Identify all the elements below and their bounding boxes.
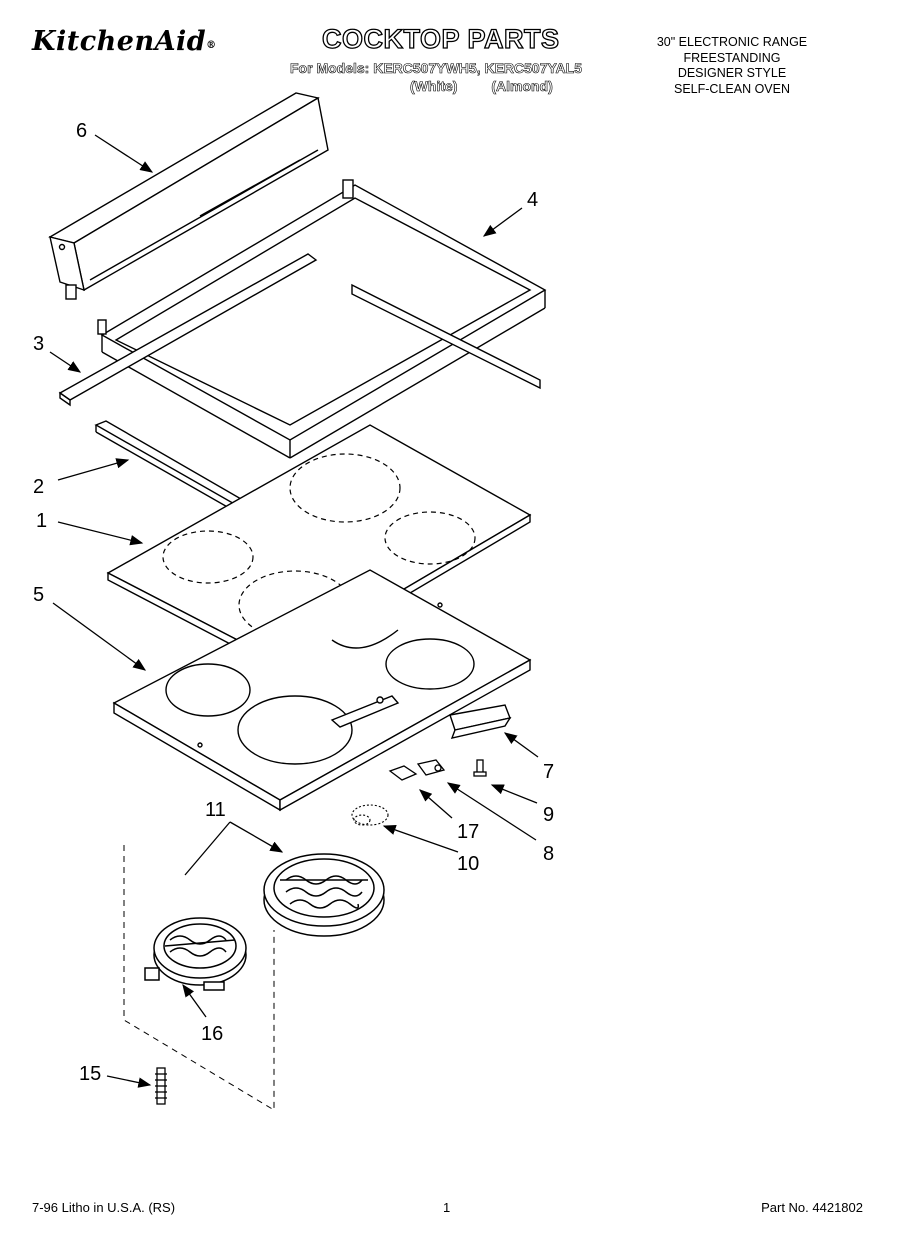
variant-white: (White) (410, 78, 458, 95)
callout-label: 17 (457, 821, 479, 843)
models-line: For Models: KERC507YWH5, KERC507YAL5 (290, 60, 583, 77)
page-title: COCKTOP PARTS (321, 23, 560, 54)
callout-label: 8 (543, 843, 554, 865)
small-hardware (388, 759, 487, 781)
product-description: 30" ELECTRONIC RANGE FREESTANDING DESIGN… (602, 35, 862, 97)
callout-label: 6 (76, 120, 87, 142)
description-line: SELF-CLEAN OVEN (673, 81, 790, 96)
callout-label: 1 (36, 510, 47, 532)
callout-label: 16 (201, 1023, 223, 1045)
trim-strips (58, 253, 541, 407)
burner-box (112, 569, 532, 812)
callout-label: 9 (543, 804, 554, 826)
rear-trim-channel (48, 92, 329, 300)
variant-almond: (Almond) (491, 78, 553, 95)
description-line: 30" ELECTRONIC RANGE (656, 35, 808, 49)
model-variants: (White) (Almond) (410, 78, 583, 95)
callout-label: 2 (33, 476, 44, 498)
callout-label: 15 (79, 1063, 101, 1085)
description-line: DESIGNER STYLE (677, 66, 787, 80)
part-number: Part No. 4421802 (761, 1200, 863, 1215)
leader-lines (49, 134, 539, 1088)
callout-numbers: 6 4 3 2 1 5 7 9 17 8 10 11 16 15 (33, 120, 554, 1085)
print-info: 7-96 Litho in U.S.A. (RS) (32, 1200, 176, 1215)
callout-label: 5 (33, 584, 44, 606)
registered-mark: ® (206, 40, 217, 51)
callout-label: 7 (543, 761, 554, 783)
radiant-element (263, 853, 385, 937)
description-line: FREESTANDING (683, 50, 781, 65)
page-number: 1 (443, 1200, 451, 1215)
brand-logo: KitchenAid® (32, 26, 217, 57)
callout-label: 3 (33, 333, 44, 355)
brand-name: KitchenAid (32, 26, 207, 57)
spring-terminal (155, 1067, 167, 1105)
callout-label: 10 (457, 853, 479, 875)
callout-label: 11 (205, 799, 226, 821)
vent-strip (449, 704, 512, 739)
callout-label: 4 (527, 189, 538, 211)
top-trim-frame (97, 179, 547, 459)
element-with-terminals (144, 917, 247, 991)
clip-part (351, 804, 389, 826)
